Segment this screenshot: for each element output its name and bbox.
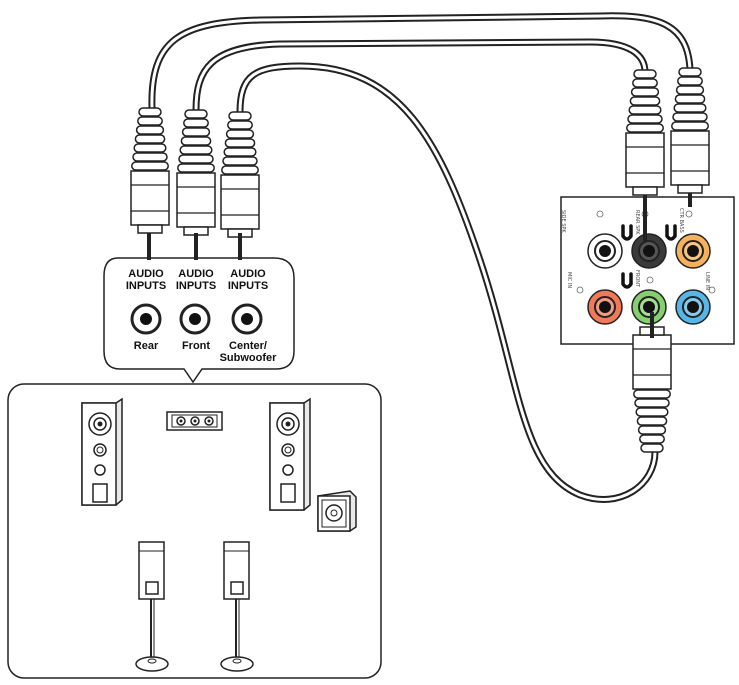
speaker-setup-panel <box>7 383 382 679</box>
cables <box>148 12 694 503</box>
panel-icons <box>576 210 716 294</box>
front-left-speaker <box>81 397 123 506</box>
rca-plug-front <box>176 109 216 236</box>
amplifier-rca-plugs <box>130 107 260 238</box>
subwoofer <box>317 490 357 532</box>
connection-markers <box>621 224 677 289</box>
panel-label-center-bass: CTR BASS <box>678 208 684 233</box>
jack-mic-in <box>587 289 623 325</box>
rca-plug-pc-side <box>670 67 710 194</box>
input-header-rear: AUDIO INPUTS <box>116 268 176 292</box>
cable-front-core <box>194 40 647 112</box>
audio-jack-rear <box>130 303 162 335</box>
input-header-center-line2: INPUTS <box>227 280 269 292</box>
pc-audio-io-panel <box>560 196 735 345</box>
input-label-front: Front <box>181 340 211 352</box>
rca-plug-rear <box>130 107 170 234</box>
panel-label-mic-in: MIC IN <box>566 272 572 289</box>
rca-plug-pc-front <box>632 326 672 453</box>
audio-jack-center-subwoofer <box>231 303 263 335</box>
cable-rear <box>148 12 694 112</box>
cable-rear-core <box>150 14 692 110</box>
panel-label-rear-spk: REAR SPK <box>634 210 640 235</box>
pc-rca-plugs <box>625 67 710 453</box>
rca-plug-pc-rear <box>625 69 665 196</box>
input-header-rear-line2: INPUTS <box>125 280 167 292</box>
input-header-front-line2: INPUTS <box>175 280 217 292</box>
panel-label-front: FRONT <box>634 270 640 288</box>
panel-label-line-in: LINE IN <box>704 272 710 290</box>
panel-label-side-spk: SIDE SPK <box>560 210 566 233</box>
amplifier-input-panel <box>103 233 295 384</box>
input-header-front-line1: AUDIO <box>178 268 214 280</box>
input-label-center-line1: Center/ <box>229 340 267 352</box>
front-right-speaker <box>269 397 311 511</box>
rear-right-speaker <box>220 541 254 672</box>
rear-left-speaker <box>135 541 169 672</box>
cable-center-core <box>238 64 657 501</box>
input-label-center-line2: Subwoofer <box>219 352 277 364</box>
jack-center-bass <box>675 233 711 269</box>
jack-line-in <box>675 289 711 325</box>
input-header-center-line1: AUDIO <box>230 268 266 280</box>
input-header-front: AUDIO INPUTS <box>166 268 226 292</box>
jack-side-speaker <box>587 233 623 269</box>
input-header-rear-line1: AUDIO <box>128 268 164 280</box>
center-speaker <box>166 411 223 431</box>
audio-jack-front <box>179 303 211 335</box>
cable-front <box>192 38 649 114</box>
jack-rear-speaker <box>631 233 667 269</box>
input-label-center: Center/ Subwoofer <box>212 340 284 364</box>
rca-plug-center <box>220 111 260 238</box>
input-label-rear: Rear <box>133 340 159 352</box>
input-header-center: AUDIO INPUTS <box>218 268 278 292</box>
